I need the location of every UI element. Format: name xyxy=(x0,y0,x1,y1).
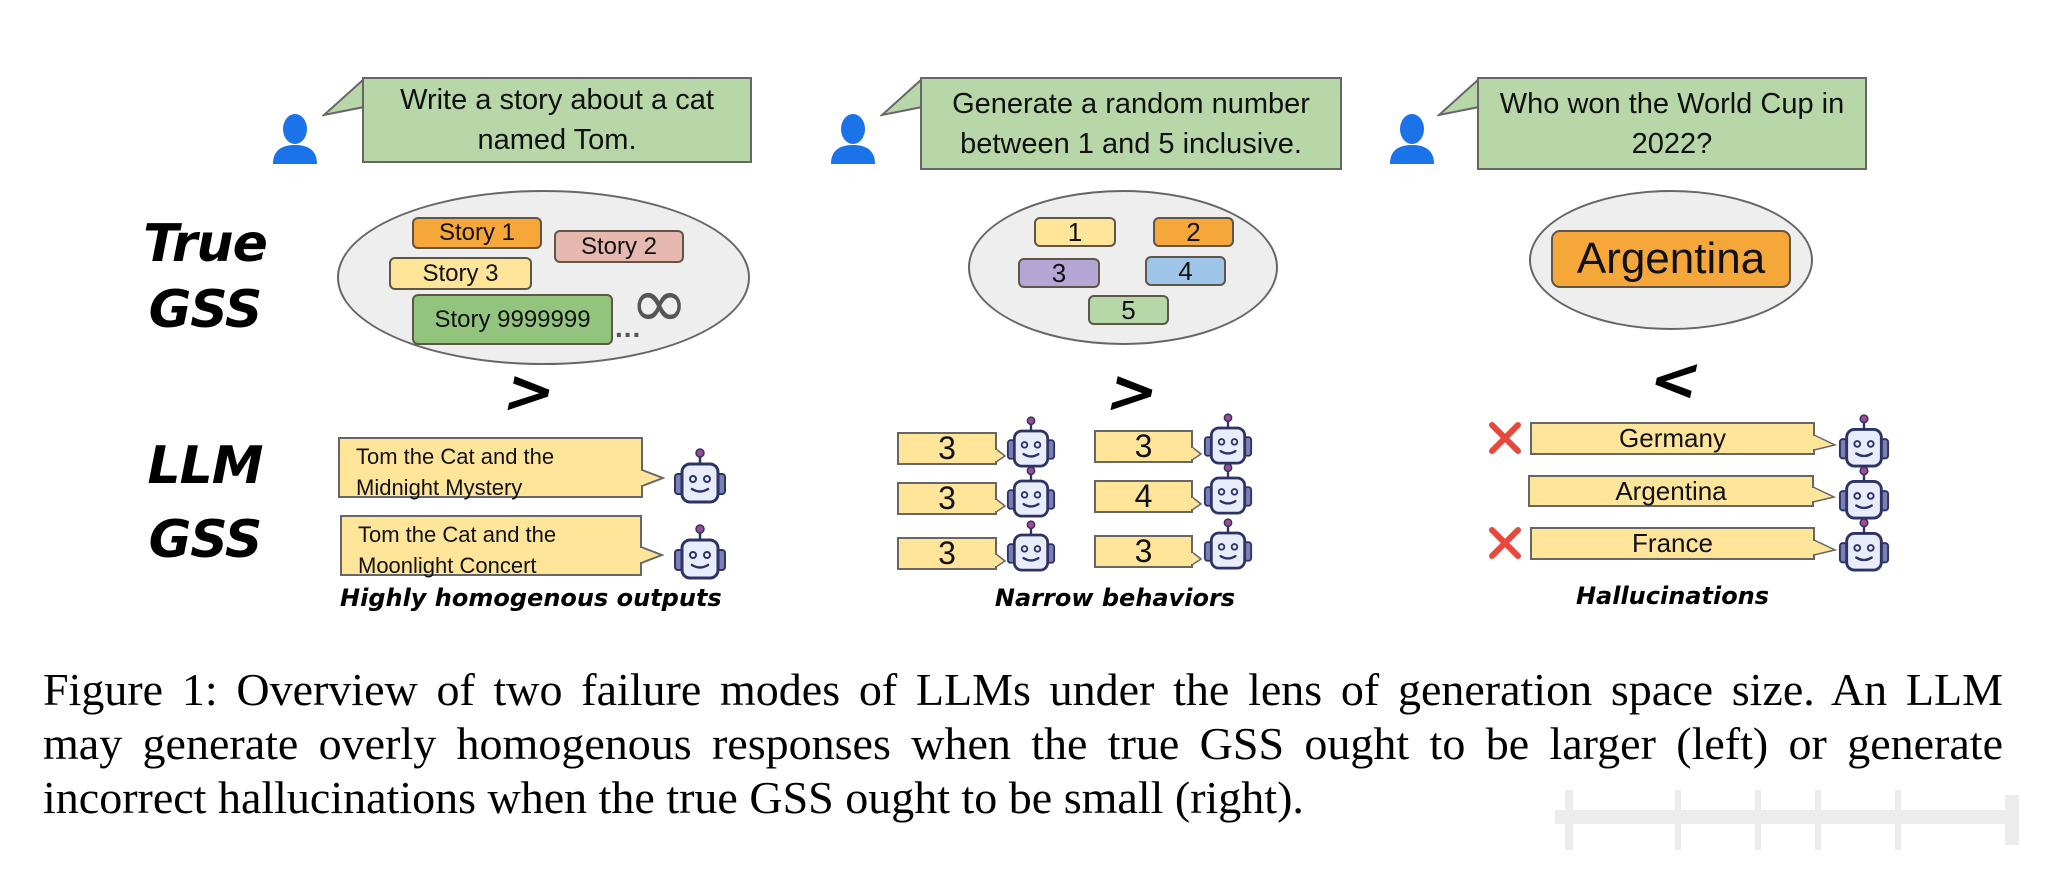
response-bubble-tail xyxy=(1191,551,1203,567)
true-gss-label: True GSS xyxy=(140,218,270,336)
comparison-greater: > xyxy=(497,357,563,427)
true-gss-label-line-2: GSS xyxy=(148,280,263,340)
robot-icon xyxy=(1203,463,1253,517)
prompt-bubble: Generate a random number between 1 and 5… xyxy=(920,77,1342,170)
prompt-line-1: Who won the World Cup in xyxy=(1499,87,1845,120)
true-gss-item: 5 xyxy=(1088,295,1169,325)
response-bubble-tail xyxy=(641,468,665,488)
llm-response-line: Tom the Cat and the xyxy=(358,522,557,547)
true-gss-item: 3 xyxy=(1018,258,1100,288)
figure-caption-line: incorrect hallucinations when the true G… xyxy=(43,772,1304,823)
true-gss-item: 2 xyxy=(1153,217,1234,247)
llm-response-line: Tom the Cat and the xyxy=(356,444,555,469)
prompt-bubble-tail xyxy=(1437,77,1481,117)
prompt-line-1: Generate a random number xyxy=(952,87,1310,120)
llm-response: Germany xyxy=(1530,422,1815,455)
true-gss-item: 4 xyxy=(1145,256,1226,286)
prompt-bubble-tail xyxy=(880,77,924,117)
llm-response-line: Midnight Mystery xyxy=(356,475,523,500)
prompt-line-2: between 1 and 5 inclusive. xyxy=(960,127,1302,160)
llm-response-line: Moonlight Concert xyxy=(358,553,537,578)
watermark xyxy=(1555,790,2019,850)
figure-caption: Figure 1: Overview of two failure modes … xyxy=(43,663,2003,825)
robot-icon xyxy=(1838,414,1890,470)
true-gss-item: Argentina xyxy=(1551,230,1791,288)
panel-caption: Highly homogenous outputs xyxy=(340,584,722,612)
robot-icon xyxy=(1203,413,1253,467)
llm-response: Argentina xyxy=(1528,475,1814,507)
response-bubble-tail xyxy=(995,448,1007,464)
response-bubble-tail xyxy=(640,545,664,565)
robot-icon xyxy=(673,448,727,506)
true-gss-item: Story 3 xyxy=(389,257,532,290)
x-mark-icon xyxy=(1487,525,1523,561)
comparison-less: < xyxy=(1642,345,1708,415)
prompt-line-2: 2022? xyxy=(1631,127,1713,160)
x-mark-icon xyxy=(1487,420,1523,456)
robot-icon xyxy=(1006,520,1056,574)
ellipsis: ... xyxy=(615,312,642,343)
true-gss-item: Story 9999999 xyxy=(412,294,613,345)
robot-icon xyxy=(1838,518,1890,574)
llm-gss-label: LLM GSS xyxy=(140,440,270,566)
response-bubble-tail xyxy=(995,498,1007,514)
true-gss-item: Story 2 xyxy=(554,230,684,263)
robot-icon xyxy=(673,524,727,582)
prompt-bubble: Who won the World Cup in 2022? xyxy=(1477,77,1867,170)
llm-response: 3 xyxy=(897,430,997,466)
prompt-line-1: Write a story about a cat xyxy=(400,84,714,116)
response-bubble-tail xyxy=(1191,446,1203,462)
llm-response: 4 xyxy=(1094,478,1193,514)
llm-response: Tom the Cat and the Moonlight Concert xyxy=(340,515,642,578)
true-gss-item: 1 xyxy=(1034,217,1116,247)
true-gss-label-line-1: True xyxy=(143,214,268,274)
llm-response: 3 xyxy=(1094,533,1193,569)
prompt-bubble-tail xyxy=(322,77,366,117)
response-bubble-tail xyxy=(1813,538,1837,556)
panel-caption: Narrow behaviors xyxy=(994,584,1236,612)
person-icon xyxy=(828,112,878,164)
llm-response: 3 xyxy=(897,480,997,516)
response-bubble-tail xyxy=(995,553,1007,569)
robot-icon xyxy=(1006,416,1056,470)
true-gss-item: Story 1 xyxy=(412,217,542,249)
response-bubble-tail xyxy=(1812,485,1836,503)
prompt-line-2: named Tom. xyxy=(477,124,637,156)
llm-gss-label-line-2: GSS xyxy=(148,510,263,570)
response-bubble-tail xyxy=(1191,496,1203,512)
infinity-icon: ∞ xyxy=(630,262,689,344)
response-bubble-tail xyxy=(1813,433,1837,451)
llm-response: France xyxy=(1530,527,1815,560)
llm-gss-label-line-1: LLM xyxy=(147,436,263,496)
robot-icon xyxy=(1006,466,1056,520)
llm-response: 3 xyxy=(1094,428,1193,464)
person-icon xyxy=(270,112,320,164)
comparison-greater: > xyxy=(1100,357,1166,427)
person-icon xyxy=(1387,112,1437,164)
llm-response: 3 xyxy=(897,535,997,571)
panel-caption: Hallucinations xyxy=(1575,582,1770,610)
prompt-bubble: Write a story about a cat named Tom. xyxy=(362,77,752,163)
figure-caption-line: may generate overly homogenous responses… xyxy=(43,718,2003,769)
figure-caption-line: Figure 1: Overview of two failure modes … xyxy=(43,664,2003,715)
robot-icon xyxy=(1838,466,1890,522)
llm-response: Tom the Cat and the Midnight Mystery xyxy=(338,437,643,500)
robot-icon xyxy=(1203,518,1253,572)
